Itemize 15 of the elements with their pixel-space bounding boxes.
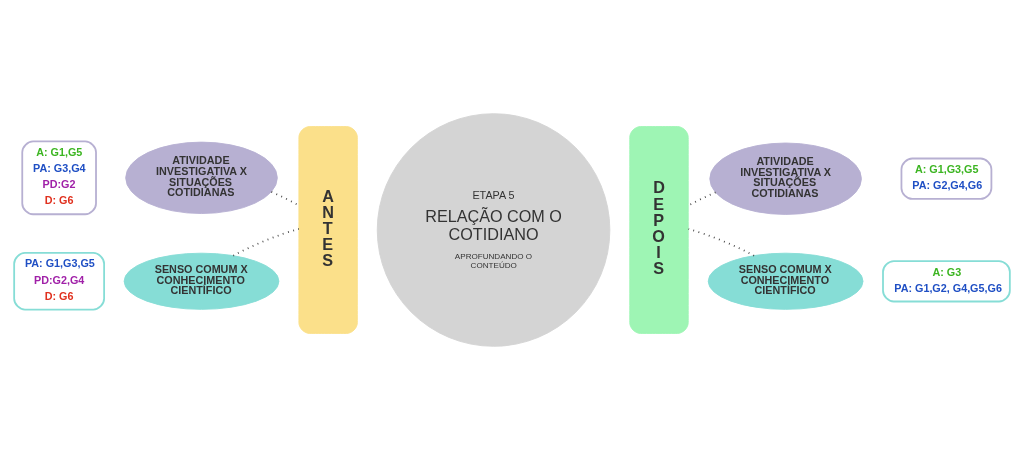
node-ellipse: ATIVIDADE INVESTIGATIVA X SITUAÇÕES COTIDIANAS [124,141,278,214]
node-box: PA: G1,G3,G5 PD:G2,G4 D: G6 [12,252,105,311]
node-box: A: G1,G3,G5 PA: G2,G4,G6 [900,157,992,200]
node-ellipse: SENSO COMUM X CONHECIMENTO CIENTÍFICO [707,252,863,310]
node-box: A: G3 PA: G1,G2, G4,G5,G6 [881,260,1011,303]
node-box: DEPOIS [628,126,689,334]
connector [231,228,300,257]
node-box: ANTES [297,126,358,334]
connector [687,191,716,207]
connector [687,228,755,257]
node-box: A: G1,G5 PA: G3,G4 PD:G2 D: G6 [20,140,97,216]
connector [270,191,300,207]
node-ellipse: SENSO COMUM X CONHECIMENTO CIENTÍFICO [123,252,279,310]
node-circle: ETAPA 5 RELAÇÃO COM O COTIDIANO APROFUNDANDO O CONTEÚDO [376,113,610,347]
node-ellipse: ATIVIDADE INVESTIGATIVA X SITUAÇÕES COTIDIANAS [708,142,862,215]
